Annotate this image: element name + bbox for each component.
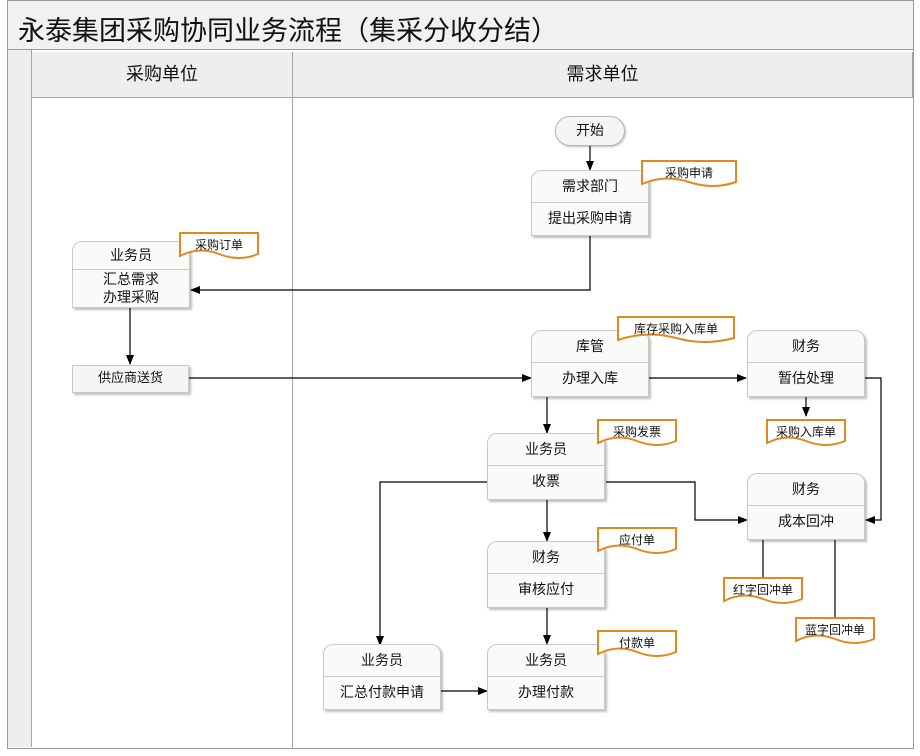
connector-demand-to-clerk1 [190,236,591,294]
pool-rail [8,50,32,747]
start-terminator: 开始 [555,116,625,146]
node-finance2: 财务 成本回冲 [747,473,865,540]
node-clerk1-role: 业务员 [73,242,189,270]
node-clerk2-role: 业务员 [488,434,604,466]
doc-purchase-invoice-label: 采购发票 [612,425,661,439]
lane-divider [292,98,293,748]
doc-payable: 应付单 [597,527,677,555]
node-clerk2: 业务员 收票 [487,433,605,500]
page-title: 永泰集团采购协同业务流程（集采分收分结） [18,16,558,47]
doc-purchase-invoice: 采购发票 [597,419,677,447]
lane-header-purchase: 采购单位 [32,52,293,98]
node-clerk4: 业务员 办理付款 [487,644,605,710]
node-clerk1-task-line2: 办理采购 [103,290,159,306]
connector-clerk2-to-finance2 [606,481,748,524]
node-clerk4-task: 办理付款 [518,685,574,701]
document-shape [795,617,875,644]
title-bar: 永泰集团采购协同业务流程（集采分收分结） [7,0,914,50]
doc-purchase-request-label: 采购申请 [664,166,713,180]
node-clerk4-role: 业务员 [488,645,604,677]
lane-header-demand: 需求单位 [293,52,913,98]
doc-stock-receipt-label: 库存采购入库单 [633,322,718,336]
document-shape [179,232,259,259]
node-clerk1-task-line1: 汇总需求 [103,272,159,288]
node-finance1: 财务 暂估处理 [747,330,865,397]
doc-payable-label: 应付单 [618,533,655,547]
node-finance1-task: 暂估处理 [778,371,834,387]
node-clerk3-task: 汇总付款申请 [340,685,424,701]
doc-purchase-request: 采购申请 [641,160,737,188]
doc-purchase-order: 采购订单 [179,232,259,260]
node-finance2-task: 成本回冲 [778,514,834,530]
doc-blue-reversal-label: 蓝字回冲单 [804,623,865,637]
doc-blue-reversal: 蓝字回冲单 [795,617,875,645]
document-shape [641,160,737,187]
doc-stock-receipt: 库存采购入库单 [617,316,735,344]
node-warehouse-task: 办理入库 [562,371,618,387]
document-shape [597,527,677,554]
doc-purchase-receipt-label: 采购入库单 [775,425,836,439]
node-clerk3: 业务员 汇总付款申请 [323,644,441,710]
node-warehouse: 库管 办理入库 [531,330,649,397]
node-clerk2-task: 收票 [532,474,560,490]
doc-purchase-order-label: 采购订单 [194,238,243,252]
node-warehouse-role: 库管 [532,331,648,363]
node-demand-dept-task: 提出采购申请 [548,211,632,227]
node-finance3: 财务 审核应付 [487,541,605,608]
document-shape [723,577,803,604]
node-finance3-task: 审核应付 [518,582,574,598]
doc-payment-label: 付款单 [618,636,655,650]
doc-red-reversal: 红字回冲单 [723,577,803,605]
doc-red-reversal-label: 红字回冲单 [732,583,793,597]
document-shape [617,316,735,343]
doc-purchase-receipt: 采购入库单 [766,419,846,447]
document-shape [766,419,846,446]
connector-finance1-to-finance2 [864,377,882,524]
node-finance3-role: 财务 [488,542,604,574]
connector-clerk2-to-clerk3 [376,481,487,646]
doc-payment: 付款单 [597,630,677,658]
node-demand-dept: 需求部门 提出采购申请 [531,170,649,236]
document-shape [597,630,677,657]
document-shape [597,419,677,446]
node-clerk3-role: 业务员 [324,645,440,677]
node-clerk1: 业务员 汇总需求 办理采购 [72,241,190,308]
node-demand-dept-role: 需求部门 [532,171,648,203]
node-finance2-role: 财务 [748,474,864,506]
node-finance1-role: 财务 [748,331,864,363]
task-supplier-delivery: 供应商送货 [72,365,189,393]
